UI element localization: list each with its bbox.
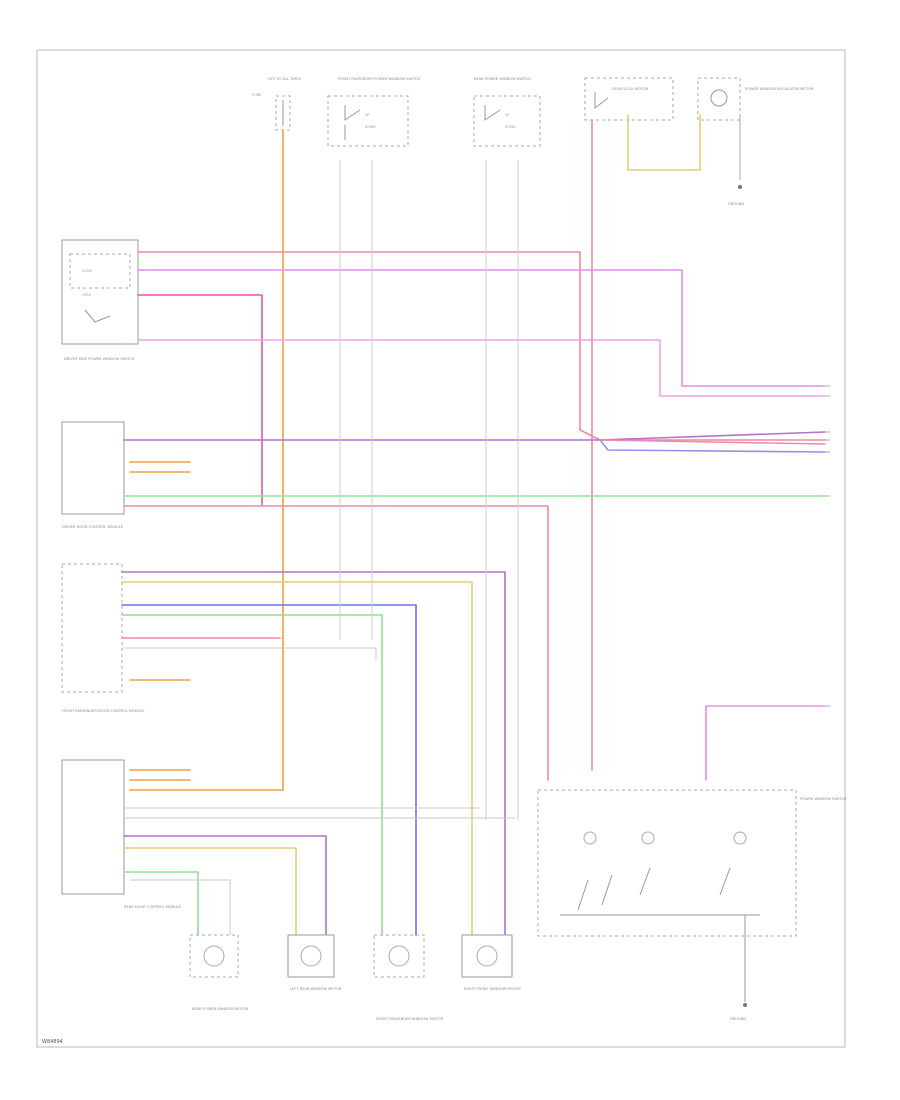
power-window-switch-label: POWER WINDOW SWITCH (800, 797, 846, 801)
wire-grey-fp (122, 647, 377, 660)
right-edge-connectors (825, 385, 830, 707)
wire-blue-fp (121, 604, 417, 936)
door-lock-motor-label: DOOR LOCK MOTOR (612, 87, 649, 91)
svg-text:OPEN: OPEN (82, 293, 91, 297)
wire-blue-bus (599, 439, 826, 453)
wire-yellow-loop (627, 114, 701, 171)
rear-power-window-motor-label: REAR POWER WINDOW MOTOR (192, 1007, 249, 1011)
front-passenger-module-label: FRONT PASSENGER DOOR CONTROL MODULE (62, 709, 145, 713)
motor-rear-power-window: REAR POWER WINDOW MOTOR (189, 934, 249, 1011)
wire-orange-supply (129, 129, 284, 791)
wire-magenta-right (705, 705, 826, 781)
regulator-motor-label: POWER WINDOW REGULATOR MOTOR (745, 87, 814, 91)
figure-id: W84894 (42, 1039, 63, 1045)
driver-window-switch-label: DRIVER SIDE POWER WINDOW SWITCH (64, 357, 135, 361)
wire-yellow-rear (123, 847, 297, 936)
ground-symbols: GROUND GROUND (728, 185, 747, 1021)
wire-pale-violet (137, 339, 826, 397)
wire-violet-rear (123, 835, 327, 936)
rear-door-control-module: REAR DOOR CONTROL MODULE (61, 759, 182, 909)
svg-text:CLOSE: CLOSE (82, 269, 92, 273)
ground-label-bottom: GROUND (730, 1017, 746, 1021)
wire-grey-rear (124, 807, 515, 935)
motor-left-rear-window: LEFT REAR WINDOW MOTOR (287, 934, 342, 991)
svg-text:DOWN: DOWN (365, 125, 376, 129)
power-window-regulator-motor: POWER WINDOW REGULATOR MOTOR (697, 77, 814, 121)
wire-switch-drops (339, 160, 519, 820)
rear-window-switch-top: REAR POWER WINDOW SWITCH UP DOWN (473, 77, 541, 147)
driver-door-module-label: DRIVER DOOR CONTROL MODULE (62, 525, 124, 529)
driver-window-switch: CLOSE OPEN DRIVER SIDE POWER WINDOW SWIT… (61, 239, 139, 361)
door-lock-motor: DOOR LOCK MOTOR (584, 77, 674, 121)
wire-pink-bus (599, 439, 826, 445)
svg-text:UP: UP (365, 113, 369, 117)
wire-red-module (123, 505, 549, 781)
front-passenger-motor-label: FRONT PASSENGER WINDOW MOTOR (376, 1017, 444, 1021)
wire-green-fp (121, 614, 383, 936)
svg-text:DOWN: DOWN (505, 125, 516, 129)
wire-violet-fp (121, 571, 506, 936)
front-passenger-window-switch-top: FRONT PASSENGER POWER WINDOW SWITCH UP D… (327, 77, 420, 147)
hot-at-all-times-label: HOT AT ALL TIMES (268, 77, 302, 81)
fuse-block: HOT AT ALL TIMES FUSE (252, 77, 302, 131)
left-rear-window-motor-label: LEFT REAR WINDOW MOTOR (290, 987, 342, 991)
fuse-label: FUSE (252, 93, 262, 97)
motor-front-passenger-window: FRONT PASSENGER WINDOW MOTOR (373, 934, 444, 1021)
wire-purple-bus (123, 431, 826, 441)
diagram-frame (36, 49, 846, 1048)
power-window-switch-right: POWER WINDOW SWITCH (537, 789, 846, 1002)
wire-green-rear (123, 871, 199, 936)
wire-orange-front-module (129, 461, 191, 781)
ground-label-top: GROUND (728, 202, 744, 206)
motor-right-front-window: RIGHT FRONT WINDOW MOTOR (461, 934, 521, 991)
right-front-motor-label: RIGHT FRONT WINDOW MOTOR (464, 987, 521, 991)
driver-door-control-module: DRIVER DOOR CONTROL MODULE (61, 421, 125, 529)
front-passenger-switch-label: FRONT PASSENGER POWER WINDOW SWITCH (338, 77, 420, 81)
wire-yellow-fp (121, 581, 473, 936)
rear-window-switch-label: REAR POWER WINDOW SWITCH (474, 77, 531, 81)
wire-violet-top (137, 269, 826, 387)
rear-door-module-label: REAR DOOR CONTROL MODULE (124, 905, 182, 909)
front-passenger-door-module: FRONT PASSENGER DOOR CONTROL MODULE (61, 563, 145, 713)
wire-magenta (137, 294, 263, 506)
wire-red-top (137, 251, 826, 441)
svg-text:UP: UP (505, 113, 509, 117)
